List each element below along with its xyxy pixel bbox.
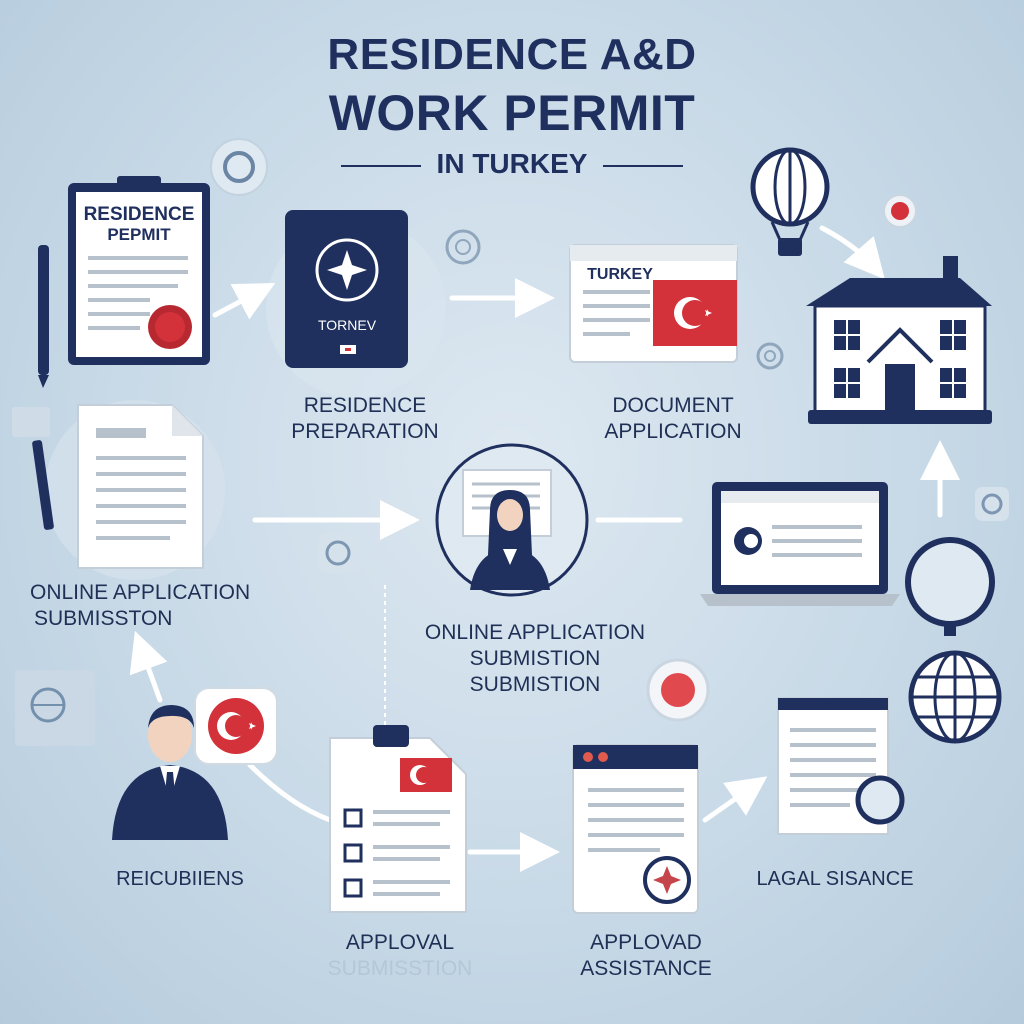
turkey-form-document: TURKEY [569,244,738,363]
pen-icon [38,245,49,388]
house-icon [806,256,992,424]
step-label-line: DOCUMENT [612,394,734,417]
approval-browser-document [572,744,699,914]
step-label-line: REICUBIIENS [116,868,244,890]
application-document [77,404,204,569]
step-label-residence-preparation: RESIDENCE PREPARATION [268,393,462,445]
record-icon [883,194,917,228]
applicant-woman-icon [435,443,589,597]
title-line-3: IN TURKEY [0,148,1024,180]
badge-icon [318,533,358,573]
step-label-online-application: ONLINE APPLICATION SUBMISSTON [30,580,310,632]
coin-icon [756,342,784,370]
coin-icon [445,229,481,265]
approval-checklist-document [329,725,467,913]
arrow-up [129,630,168,703]
badge-icon [975,487,1009,521]
residence-permit-document: RESIDENCE PEPMIT [68,176,210,365]
step-label-line: SUBMISTION [469,673,601,696]
title-rule-left [340,164,421,167]
legal-document [777,697,905,835]
bookmark-icon [12,407,50,437]
form-header-text: TURKEY [587,266,653,283]
step-label-line: ONLINE APPLICATION [424,621,646,644]
step-label-recipient: REICUBIIENS [95,866,265,892]
step-label-line: APPLICATION [604,420,742,443]
step-label-approval-assistance: APPLOVAD ASSISTANCE [556,930,736,982]
laptop-icon [700,482,900,606]
globe-icon [908,650,1002,744]
step-label-line: SUBMISSTON [34,607,173,630]
step-label-line: SUBMISTION [469,647,601,670]
connector-line [247,762,333,823]
permit-title-1: RESIDENCE [84,204,195,225]
copyright-icon [210,138,268,196]
arrow-right [212,282,276,320]
pencil-icon [32,440,54,530]
step-label-approval-submission: APPLOVAL SUBMISSTION [310,930,490,982]
globe-card-icon [15,670,95,746]
seal-icon [646,658,710,722]
title-line-2: WORK PERMIT [328,85,696,141]
step-label-online-submission: ONLINE APPLICATION SUBMISTION SUBMISTION [385,620,685,698]
flow-arrows [129,225,960,872]
turkish-flag-badge [194,687,278,765]
passport-icon: TORNEV [285,210,408,368]
step-label-line: ONLINE APPLICATION [30,581,251,604]
title-line-1: RESIDENCE A&D [327,30,697,79]
step-label-line: PREPARATION [291,420,439,443]
recipient-man-icon [112,705,228,840]
step-label-line: RESIDENCE [303,394,427,417]
magnifier-icon [905,537,995,636]
step-label-document-application: DOCUMENT APPLICATION [575,393,771,445]
step-label-legal-assistance: LAGAL SISANCE [730,866,940,892]
step-label-line: SUBMISSTION [327,957,473,980]
step-label-line: LAGAL SISANCE [756,868,914,890]
step-label-line: ASSISTANCE [580,957,712,980]
arrow-right [819,225,885,280]
balloon-icon [750,147,830,256]
permit-title-2: PEPMIT [107,225,171,244]
step-label-line: APPLOVAD [590,931,702,954]
title-subtitle: IN TURKEY [436,148,588,179]
arrow-right [702,776,768,823]
passport-text: TORNEV [318,317,377,333]
title-rule-right [603,164,684,167]
step-label-line: APPLOVAL [345,931,455,954]
